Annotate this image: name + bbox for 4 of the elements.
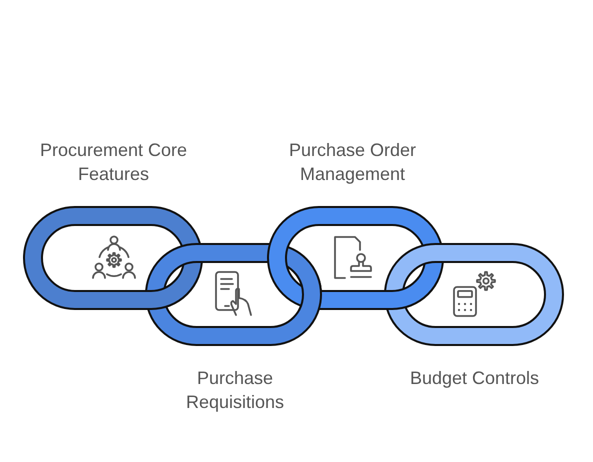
link-caption: Purchase Requisitions [185,367,285,414]
link-caption: Budget Controls [409,367,540,390]
link-caption: Procurement Core Features [39,139,188,186]
link-caption: Purchase Order Management [288,139,417,186]
